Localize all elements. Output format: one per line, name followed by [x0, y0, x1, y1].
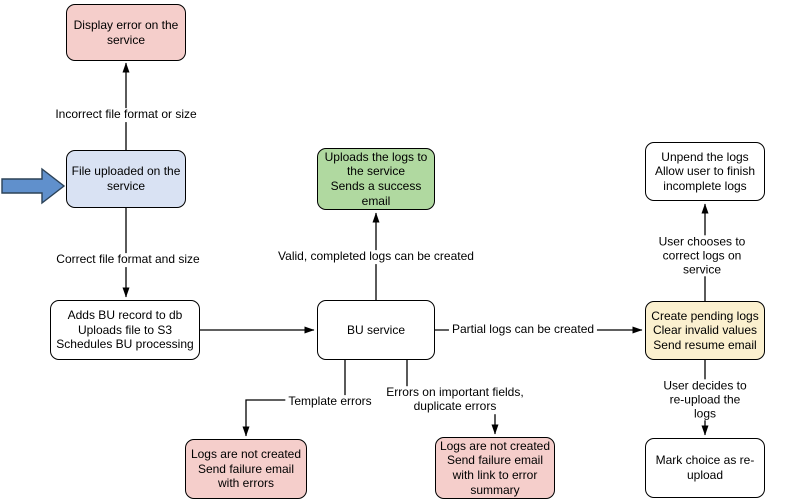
node-uploads-logs-label: Uploads the logs to the service Sends a … — [324, 149, 428, 208]
node-uploads-logs: Uploads the logs to the service Sends a … — [317, 148, 435, 210]
node-file-uploaded-label: File uploaded on the service — [71, 164, 181, 193]
node-adds-bu-record-label: Adds BU record to db Uploads file to S3 … — [56, 308, 194, 352]
edge-label-important-field-errors: Errors on important fields, duplicate er… — [383, 385, 527, 414]
edge-label-correct-file: Correct file format and size — [53, 252, 203, 267]
edge-label-partial-logs: Partial logs can be created — [448, 322, 598, 337]
node-adds-bu-record: Adds BU record to db Uploads file to S3 … — [50, 300, 200, 360]
node-unpend-logs-label: Unpend the logs Allow user to finish inc… — [654, 149, 756, 193]
node-display-error-label: Display error on the service — [73, 17, 179, 47]
entry-block-arrow-icon — [1, 167, 66, 205]
node-unpend-logs: Unpend the logs Allow user to finish inc… — [645, 142, 765, 201]
edge-label-valid-logs: Valid, completed logs can be created — [275, 249, 477, 264]
node-bu-service-label: BU service — [346, 322, 405, 337]
edge-label-user-decides-reupload: User decides to re-upload the logs — [657, 378, 753, 421]
node-logs-not-created-errors: Logs are not created Send failure email … — [185, 439, 307, 499]
edge-label-template-errors: Template errors — [285, 394, 375, 409]
node-logs-not-created-summary: Logs are not created Send failure email … — [435, 437, 555, 499]
node-create-pending-logs-label: Create pending logs Clear invalid values… — [651, 308, 759, 352]
edge-label-incorrect-file: Incorrect file format or size — [52, 107, 200, 122]
node-mark-choice-reupload-label: Mark choice as re- upload — [655, 453, 755, 482]
node-logs-not-created-errors-label: Logs are not created Send failure email … — [190, 447, 302, 491]
node-bu-service: BU service — [317, 300, 435, 360]
node-display-error: Display error on the service — [66, 4, 186, 61]
node-logs-not-created-summary-label: Logs are not created Send failure email … — [439, 438, 551, 497]
edge-label-user-chooses-correct: User chooses to correct logs on service — [652, 234, 752, 277]
node-mark-choice-reupload: Mark choice as re- upload — [645, 438, 765, 498]
node-file-uploaded: File uploaded on the service — [66, 150, 186, 208]
node-create-pending-logs: Create pending logs Clear invalid values… — [645, 301, 765, 360]
